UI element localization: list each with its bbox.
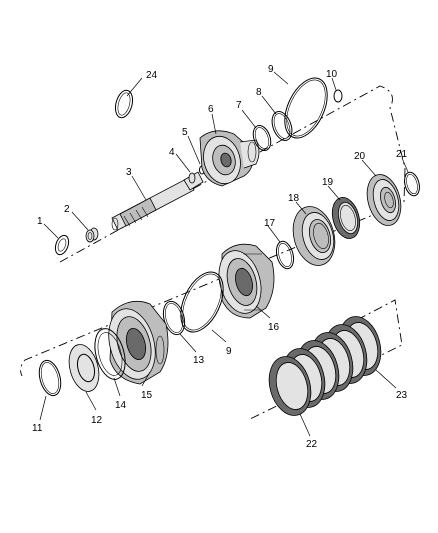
callout-11: 11 — [32, 423, 43, 434]
part-7-seal-ring — [252, 124, 272, 152]
part-16-clutch-drum — [218, 243, 275, 319]
callout-5: 5 — [182, 127, 188, 138]
part-8-seal-ring — [271, 111, 293, 141]
callout-8: 8 — [256, 87, 262, 98]
callout-19: 19 — [322, 177, 334, 188]
callout-17: 17 — [264, 218, 276, 229]
part-19-clutch-plate — [331, 197, 361, 239]
part-17-o-ring — [275, 240, 295, 270]
part-1-thrust-washer — [54, 234, 70, 256]
part-6-clutch-retainer — [199, 130, 260, 187]
part-24-snap-ring — [114, 89, 134, 119]
part-20-hub — [366, 174, 402, 226]
leader-lines — [39, 71, 409, 437]
part-9-large-seal-ring-lower — [180, 271, 224, 333]
callout-14: 14 — [115, 400, 127, 411]
callout-2: 2 — [64, 204, 70, 215]
callout-16: 16 — [268, 322, 280, 333]
callout-23: 23 — [396, 390, 408, 401]
callout-22: 22 — [306, 439, 318, 450]
part-10-small-ring — [333, 89, 343, 103]
part-4-seal — [188, 172, 196, 184]
callout-1: 1 — [37, 216, 43, 227]
callout-3: 3 — [126, 167, 132, 178]
part-14-piston — [94, 328, 126, 380]
part-15-clutch-housing — [108, 300, 169, 385]
callout-labels: 24 1 2 3 4 5 6 7 8 9 10 17 18 19 20 21 1… — [32, 64, 408, 450]
callout-21: 21 — [396, 149, 408, 160]
callout-20: 20 — [354, 151, 366, 162]
part-11-snap-ring — [38, 359, 62, 397]
callout-15: 15 — [141, 390, 153, 401]
callout-18: 18 — [288, 193, 300, 204]
part-3-input-shaft — [111, 171, 204, 231]
part-12-splined-plate — [68, 344, 100, 392]
part-13-seal-ring — [162, 300, 186, 336]
callout-10: 10 — [326, 69, 338, 80]
callout-24: 24 — [146, 70, 158, 81]
part-18-piston — [292, 206, 336, 266]
callout-6: 6 — [208, 104, 214, 115]
part-21-snap-ring — [404, 171, 420, 197]
callout-4: 4 — [169, 147, 175, 158]
callout-13: 13 — [193, 355, 205, 366]
part-9-large-seal-ring-upper — [284, 77, 328, 139]
callout-9-upper: 9 — [268, 64, 274, 75]
callout-9-lower: 9 — [226, 346, 232, 357]
callout-7: 7 — [236, 100, 242, 111]
part-22-clutch-disc-stack — [268, 340, 340, 416]
part-2-bushing — [85, 227, 99, 243]
callout-12: 12 — [91, 415, 103, 426]
